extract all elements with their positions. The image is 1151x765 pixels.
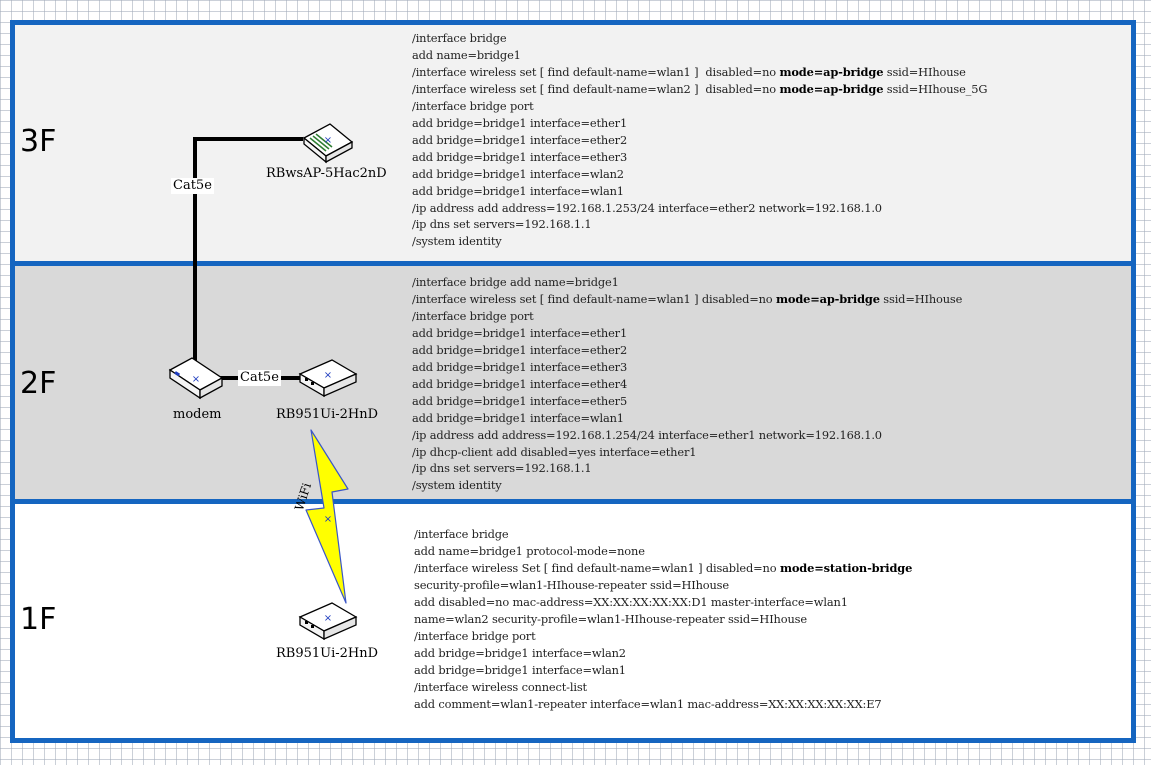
config-line: /interface bridge port (412, 308, 534, 323)
config-line: add bridge=bridge1 interface=ether1 (412, 325, 628, 340)
device-label-1f: RB951Ui-2HnD (276, 646, 379, 661)
floor-label-1f: 1F (20, 602, 57, 637)
modem-icon: × (168, 357, 224, 400)
cable-label-2f: Cat5e (238, 370, 281, 386)
config-line: add bridge=bridge1 interface=wlan2 (414, 645, 626, 660)
config-line: add bridge=bridge1 interface=wlan1 (412, 183, 624, 198)
floor-panel-1f: 1F /interface bridge add name=bridge1 pro… (10, 499, 1136, 743)
config-line: /interface wireless Set [ find default-n… (414, 560, 913, 575)
config-line: /interface bridge (412, 31, 507, 45)
config-line: /interface bridge (414, 527, 509, 541)
lightning-bolt-icon: × (305, 429, 349, 604)
config-line: name=wlan2 security-profile=wlan1-HIhous… (414, 611, 807, 626)
config-line: /interface bridge port (412, 98, 534, 113)
config-block-2f: /interface bridge add name=bridge1/inter… (412, 274, 962, 494)
svg-text:×: × (324, 514, 332, 525)
config-line: add bridge=bridge1 interface=ether5 (412, 393, 628, 408)
modem-label: modem (173, 407, 222, 422)
config-line: /ip address add address=192.168.1.253/24… (412, 200, 882, 215)
device-label-2f: RB951Ui-2HnD (276, 407, 379, 422)
config-line: add bridge=bridge1 interface=wlan2 (412, 166, 624, 181)
access-point-icon: × (302, 123, 354, 164)
config-line: /ip dhcp-client add disabled=yes interfa… (412, 444, 697, 459)
config-line: /interface wireless connect-list (414, 679, 587, 694)
svg-text:×: × (192, 374, 200, 385)
config-line: add comment=wlan1-repeater interface=wla… (414, 696, 882, 711)
config-block-1f: /interface bridge add name=bridge1 protoc… (414, 526, 912, 712)
svg-text:×: × (324, 135, 332, 146)
config-line: /interface wireless set [ find default-n… (412, 64, 966, 79)
config-line: add bridge=bridge1 interface=ether4 (412, 376, 628, 391)
config-line: add bridge=bridge1 interface=ether2 (412, 342, 628, 357)
config-line: add disabled=no mac-address=XX:XX:XX:XX:… (414, 594, 848, 609)
router-icon: × (298, 602, 358, 641)
config-line: add bridge=bridge1 interface=wlan1 (414, 662, 626, 677)
config-line: add name=bridge1 protocol-mode=none (414, 543, 645, 558)
config-line: security-profile=wlan1-HIhouse-repeater … (414, 577, 729, 592)
config-line: add bridge=bridge1 interface=ether3 (412, 359, 628, 374)
config-line: /ip dns set servers=192.168.1.1 (412, 217, 592, 232)
device-label-3f: RBwsAP-5Hac2nD (266, 166, 387, 181)
config-line: add bridge=bridge1 interface=ether3 (412, 149, 628, 164)
floor-label-2f: 2F (20, 366, 57, 401)
svg-text:×: × (324, 370, 332, 381)
floor-panel-3f: 3F /interface bridge add name=bridge1/int… (10, 20, 1136, 266)
floor-panel-2f: 2F /interface bridge add name=bridge1/in… (10, 261, 1136, 504)
config-line: /ip address add address=192.168.1.254/24… (412, 427, 882, 442)
config-line: /interface wireless set [ find default-n… (412, 291, 963, 306)
config-line: /interface wireless set [ find default-n… (412, 81, 988, 96)
config-line: /ip dns set servers=192.168.1.1 (412, 461, 592, 476)
config-line: /interface bridge port (414, 628, 536, 643)
config-line: /system identity (412, 234, 502, 249)
config-line: /system identity (412, 478, 502, 493)
config-line: /interface bridge add name=bridge1 (412, 275, 619, 289)
config-line: add bridge=bridge1 interface=ether1 (412, 115, 628, 130)
config-line: add bridge=bridge1 interface=wlan1 (412, 410, 624, 425)
config-line: add bridge=bridge1 interface=ether2 (412, 132, 628, 147)
cable-3f-line (193, 137, 303, 372)
config-line: add name=bridge1 (412, 47, 521, 62)
floor-label-3f: 3F (20, 124, 57, 159)
config-block-3f: /interface bridge add name=bridge1/interf… (412, 30, 987, 250)
router-icon: × (298, 359, 358, 398)
svg-text:×: × (324, 613, 332, 624)
cable-label-3f: Cat5e (171, 178, 214, 194)
